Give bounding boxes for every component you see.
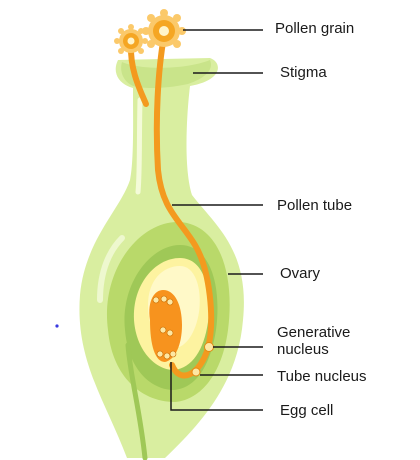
pollen-grain-large xyxy=(142,9,186,48)
label-generative-nucleus: Generative nucleus xyxy=(277,324,350,358)
label-egg-cell: Egg cell xyxy=(280,402,333,419)
label-generative-line2: nucleus xyxy=(277,341,350,358)
style-highlight xyxy=(138,100,140,192)
label-stigma: Stigma xyxy=(280,64,327,81)
label-pollen-tube: Pollen tube xyxy=(277,197,352,214)
label-pollen-grain: Pollen grain xyxy=(275,20,354,37)
generative-nucleus-dot xyxy=(205,343,214,352)
label-tube-nucleus: Tube nucleus xyxy=(277,368,367,385)
label-ovary: Ovary xyxy=(280,265,320,282)
tube-nucleus-dot xyxy=(192,368,200,376)
label-generative-line1: Generative xyxy=(277,324,350,341)
stray-dot xyxy=(55,324,58,327)
